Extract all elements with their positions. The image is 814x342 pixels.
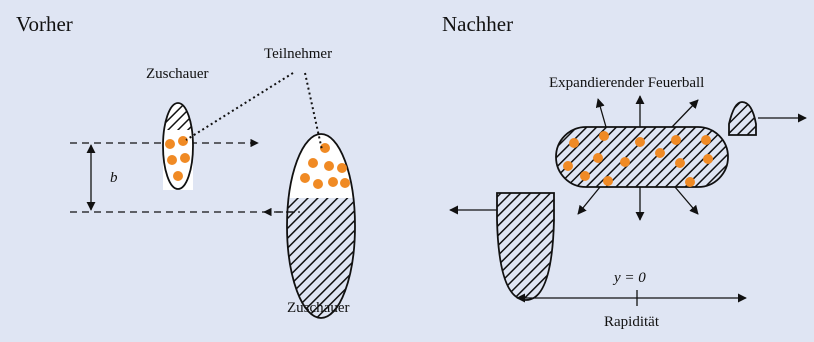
title-before: Vorher bbox=[16, 12, 73, 37]
label-impact-parameter: b bbox=[110, 170, 118, 187]
nucleus-right bbox=[287, 134, 355, 318]
rapidity-axis bbox=[517, 290, 746, 306]
label-rapidity: Rapidität bbox=[604, 314, 659, 331]
label-spectators-top: Zuschauer bbox=[146, 66, 208, 83]
participant-pointer-lines bbox=[186, 73, 322, 150]
label-y-zero: y = 0 bbox=[614, 270, 646, 287]
spectator-fragment-left bbox=[450, 193, 554, 300]
title-after: Nachher bbox=[442, 12, 513, 37]
label-participants: Teilnehmer bbox=[264, 46, 332, 63]
spectator-fragment-right bbox=[729, 102, 806, 135]
label-spectators-bottom: Zuschauer bbox=[287, 300, 349, 317]
label-fireball: Expandierender Feuerball bbox=[549, 75, 704, 92]
